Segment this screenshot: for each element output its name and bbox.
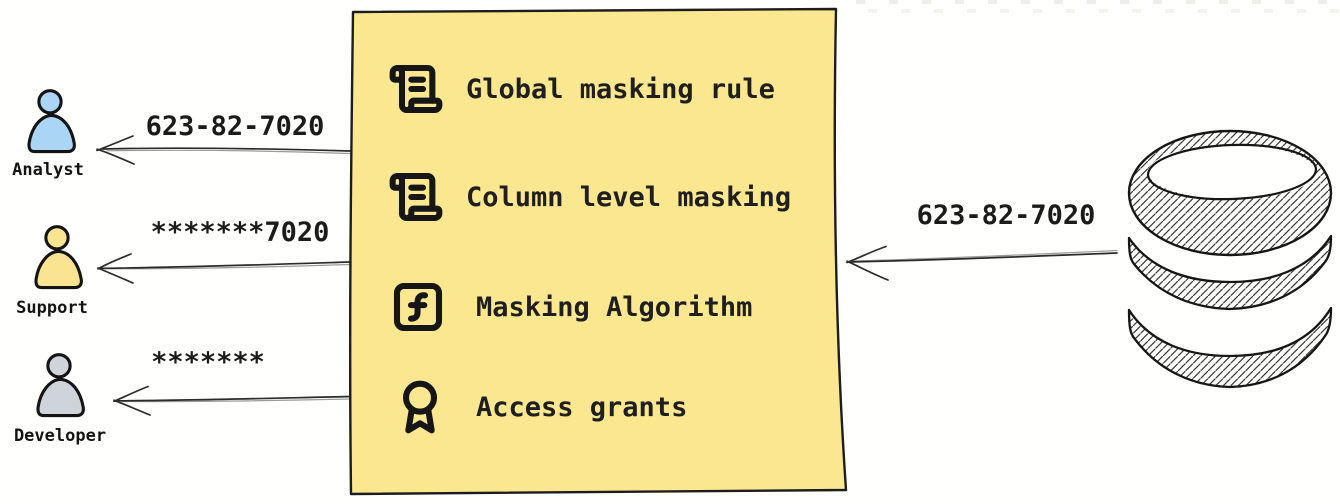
person-icon bbox=[34, 225, 83, 290]
box-item-global-masking-rule: Global masking rule bbox=[388, 60, 775, 118]
function-square-icon bbox=[393, 282, 443, 332]
arrow-from-database bbox=[846, 245, 1118, 281]
box-item-label: Column level masking bbox=[466, 181, 792, 213]
persona-label-analyst: Analyst bbox=[12, 160, 84, 180]
arrow-to-support bbox=[97, 253, 351, 284]
database-bottom-band bbox=[1127, 306, 1333, 389]
persona-label-developer: Developer bbox=[13, 426, 107, 446]
arrow-to-analyst bbox=[96, 135, 351, 165]
database-middle-band bbox=[1127, 234, 1333, 311]
database-top-ring bbox=[1129, 130, 1331, 256]
database-value-label: 623-82-7020 bbox=[916, 200, 1096, 231]
box-item-column-level-masking: Column level masking bbox=[388, 168, 791, 226]
box-item-masking-algorithm: Masking Algorithm bbox=[390, 278, 752, 336]
masked-value-developer: ******* bbox=[151, 347, 265, 378]
arrow-to-developer bbox=[113, 385, 351, 416]
masking-box bbox=[348, 7, 848, 496]
box-item-label: Global masking rule bbox=[466, 73, 775, 105]
award-icon bbox=[402, 380, 438, 434]
masked-value-support: *******7020 bbox=[150, 217, 330, 248]
persona-label-support: Support bbox=[16, 298, 88, 318]
box-item-label: Masking Algorithm bbox=[476, 291, 753, 323]
box-item-access-grants: Access grants bbox=[392, 378, 687, 436]
person-icon bbox=[36, 353, 85, 418]
masked-value-analyst: 623-82-7020 bbox=[145, 111, 325, 142]
box-item-label: Access grants bbox=[476, 391, 688, 423]
database-icon bbox=[1127, 129, 1333, 389]
person-icon bbox=[27, 89, 76, 154]
scroll-text-icon bbox=[389, 172, 443, 222]
top-dashed-line bbox=[856, 0, 1340, 13]
scroll-text-icon bbox=[389, 64, 443, 114]
